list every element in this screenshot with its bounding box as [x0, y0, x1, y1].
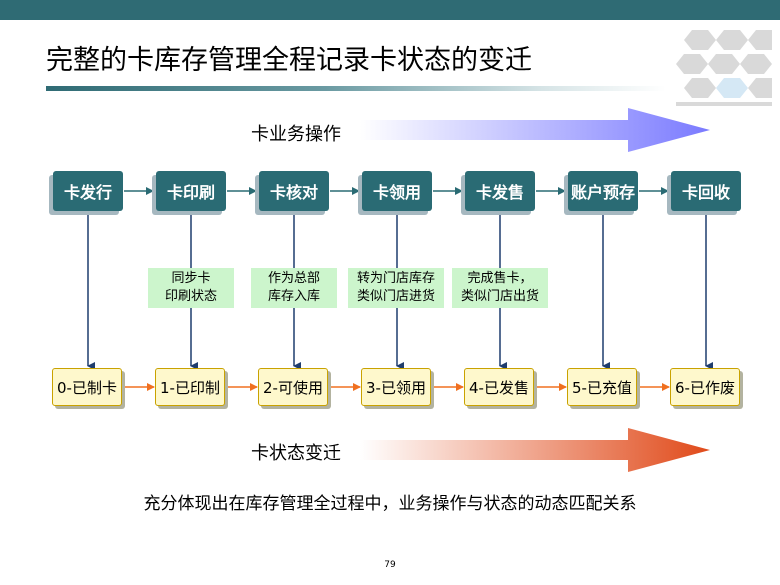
top-arrow-label: 卡业务操作: [251, 124, 341, 145]
operation-card-print: 卡印刷: [156, 171, 226, 211]
state-6: 6-已作废: [670, 368, 740, 406]
operation-card-issue: 卡发行: [53, 171, 123, 211]
page-number: 79: [384, 560, 396, 570]
state-4: 4-已发售: [464, 368, 534, 406]
operation-card-sale: 卡发售: [465, 171, 535, 211]
state-2: 2-可使用: [258, 368, 328, 406]
operation-account-deposit: 账户预存: [568, 171, 638, 211]
note-store-stock: 转为门店库存 类似门店进货: [348, 268, 444, 308]
state-5: 5-已充值: [567, 368, 637, 406]
operation-card-receive: 卡领用: [362, 171, 432, 211]
operation-card-verify: 卡核对: [259, 171, 329, 211]
note-sync-print: 同步卡 印刷状态: [148, 268, 234, 308]
top-flow-arrow: [360, 108, 710, 152]
hexagon-decoration-icon: [676, 26, 772, 106]
operation-card-recycle: 卡回收: [671, 171, 741, 211]
note-sale-complete: 完成售卡， 类似门店出货: [452, 268, 548, 308]
title-underline: [46, 86, 666, 91]
bottom-flow-arrow: [360, 428, 710, 472]
state-3: 3-已领用: [361, 368, 431, 406]
state-0: 0-已制卡: [52, 368, 122, 406]
bottom-arrow-label: 卡状态变迁: [251, 443, 341, 464]
page-title: 完整的卡库存管理全程记录卡状态的变迁: [46, 45, 532, 76]
top-bar: [0, 0, 780, 20]
note-hq-stock-in: 作为总部 库存入库: [251, 268, 337, 308]
summary-text: 充分体现出在库存管理全过程中，业务操作与状态的动态匹配关系: [143, 494, 637, 514]
state-1: 1-已印制: [155, 368, 225, 406]
